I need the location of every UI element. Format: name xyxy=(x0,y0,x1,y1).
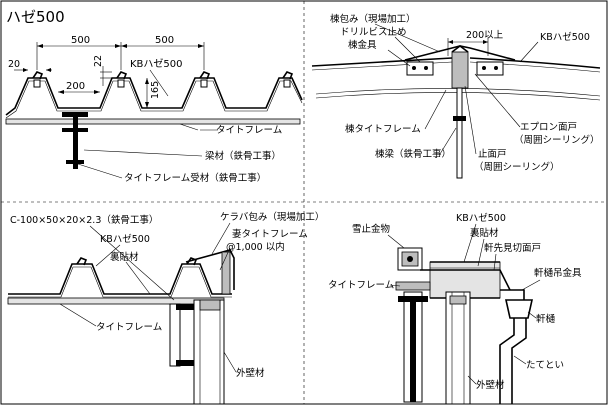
ridge-post xyxy=(456,87,463,179)
apron-sub-label: （周囲シーリング） xyxy=(514,134,600,146)
ridge-beam-label: 棟梁（鉄骨工事） xyxy=(375,148,451,160)
kb-label-tl: KBハゼ500 xyxy=(130,58,183,70)
ridge-metals xyxy=(406,45,504,89)
svg-text:165: 165 xyxy=(150,81,161,99)
dim-500-right: 500 xyxy=(155,35,174,46)
gutter-bracket xyxy=(500,289,525,300)
tite-frame-tl xyxy=(5,118,301,125)
tite-frame-br xyxy=(395,281,431,291)
dim-500-pair: 500 500 xyxy=(36,35,205,70)
downpipe xyxy=(499,318,515,404)
dim-22: 22 xyxy=(93,55,112,86)
eave-gutter xyxy=(505,299,533,319)
outer-wall-br xyxy=(445,291,471,405)
backing-label-br: 裏貼材 xyxy=(470,227,499,239)
gable-detail: C-100×50×20×2.3（鉄骨工事） ケラバ包み（現場加工） KBハゼ50… xyxy=(7,211,324,405)
drill-screw-label: ドリルビス止め xyxy=(340,26,407,38)
dim-165: 165 xyxy=(145,78,161,108)
dim-200: 200 xyxy=(58,81,100,94)
gutter-metal-label: 軒樋吊金具 xyxy=(534,267,582,279)
kb-label-bl: KBハゼ500 xyxy=(100,233,150,245)
c-channel-label: C-100×50×20×2.3（鉄骨工事） xyxy=(10,214,158,226)
outer-wall-label-br: 外壁材 xyxy=(476,379,505,391)
svg-text:200: 200 xyxy=(66,81,85,92)
roof-right-surface xyxy=(469,57,601,69)
gutter-label: 軒樋 xyxy=(536,313,556,325)
beam-label-tl: 梁材（鉄骨工事） xyxy=(205,150,281,162)
kb-label-br: KBハゼ500 xyxy=(456,212,506,224)
stop-face-label: 止面戸 xyxy=(478,148,507,160)
ridge-metal-label: 棟金具 xyxy=(348,39,377,51)
kb-label-tr: KBハゼ500 xyxy=(540,31,590,43)
sheet-title: ハゼ500 xyxy=(6,8,65,26)
gable-frame-label: 妻タイトフレーム xyxy=(232,228,308,240)
eave-detail: 雪止金物 KBハゼ500 裏貼材 軒先見切面戸 タイトフレーム 軒樋吊金具 軒樋… xyxy=(328,212,582,405)
eave-face-label: 軒先見切面戸 xyxy=(484,242,541,254)
stop-face-sub-label: （周囲シーリング） xyxy=(474,161,560,173)
kerabe-label: ケラバ包み（現場加工） xyxy=(220,211,324,223)
outer-wall-bl xyxy=(193,299,225,405)
dim-20: 20 xyxy=(8,59,52,72)
steel-beam-tl xyxy=(62,112,88,169)
gable-roof-profile xyxy=(8,263,232,295)
dim-500-left: 500 xyxy=(71,35,90,46)
snow-stop-label: 雪止金物 xyxy=(352,223,391,235)
outer-wall-label-bl: 外壁材 xyxy=(236,367,265,379)
seam-clips xyxy=(32,71,294,88)
backing-label-bl: 裏貼材 xyxy=(110,251,139,263)
svg-text:200以上: 200以上 xyxy=(466,30,504,41)
roof-left-surface xyxy=(311,57,453,67)
tite-frame-label-bl: タイトフレーム xyxy=(96,322,162,333)
receiver-label-tl: タイトフレーム受材（鉄骨工事） xyxy=(124,172,266,184)
gable-pitch-label: @1,000 以内 xyxy=(226,241,285,253)
svg-text:22: 22 xyxy=(93,55,104,67)
tite-frame-label-tl: タイトフレーム xyxy=(216,125,282,136)
dim-200-min: 200以上 xyxy=(447,30,504,56)
c-channel xyxy=(169,303,181,367)
downpipe-label: たてとい xyxy=(526,360,564,371)
kerabe-cover xyxy=(185,249,235,290)
svg-text:20: 20 xyxy=(8,59,20,70)
tite-frame-label-br: タイトフレーム xyxy=(328,280,394,291)
tite-frame-bl xyxy=(7,297,225,305)
panel-section-detail: ハゼ500 500 500 20 xyxy=(5,8,303,184)
apron-label: エプロン面戸 xyxy=(520,122,577,133)
ridge-tite-label: 棟タイトフレーム xyxy=(345,123,421,135)
ridge-detail: 200以上 棟包み（現場加工） ドリルビス止め 棟金具 KBハゼ500 棟タイト… xyxy=(311,13,601,179)
ridge-cover-label: 棟包み（現場加工） xyxy=(330,13,416,25)
